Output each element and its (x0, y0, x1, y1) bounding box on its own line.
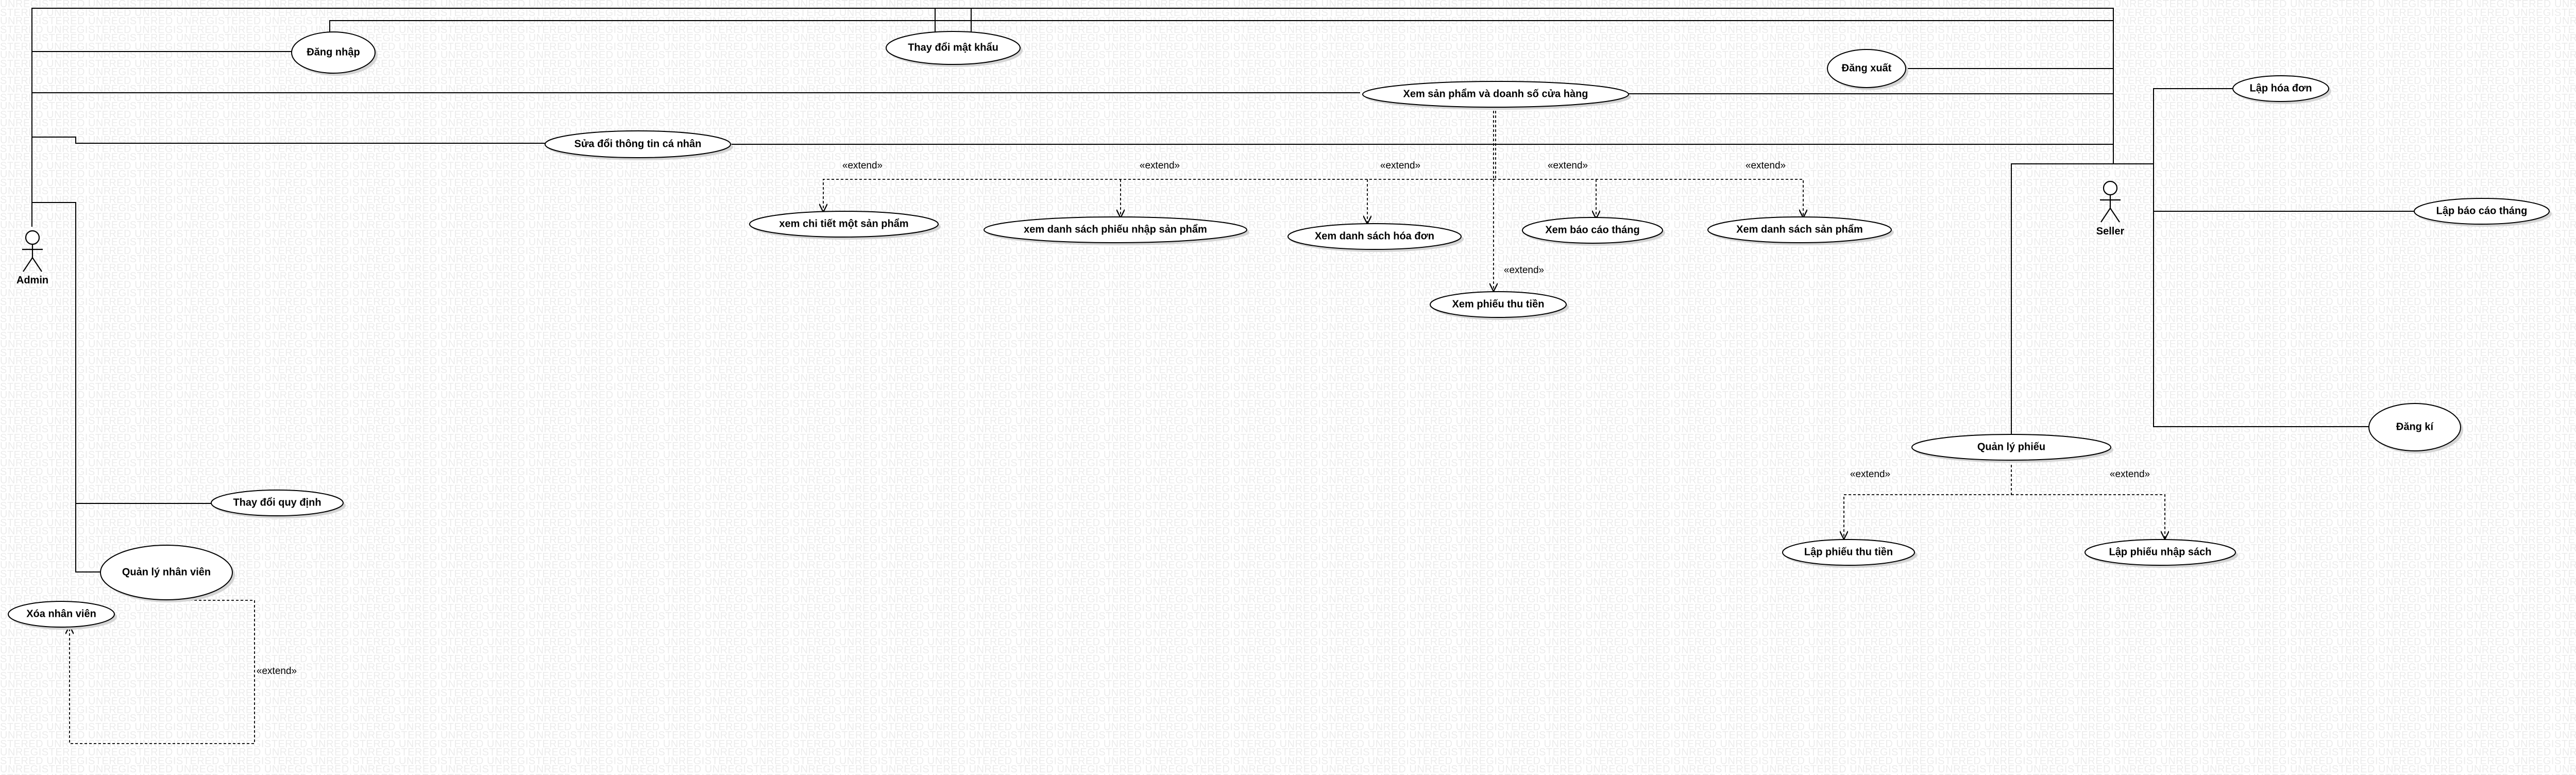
use-case-sua-doi-thong-tin[interactable]: Sửa đổi thông tin cá nhân (545, 130, 733, 160)
extend-label: «extend» (1850, 469, 1890, 480)
association-admin-quan-ly-nhan-vien (75, 503, 100, 572)
use-case-xem-phieu-thu-tien[interactable]: Xem phiếu thu tiền (1430, 291, 1569, 320)
extend-label: «extend» (1745, 160, 1786, 171)
extend-label: «extend» (1504, 265, 1544, 276)
use-case-label: Đăng xuất (1842, 62, 1892, 74)
use-case-label: Lập phiếu thu tiền (1804, 546, 1893, 558)
use-case-lap-bao-cao-thang[interactable]: Lập báo cáo tháng (2414, 198, 2552, 227)
use-case-quan-ly-nhan-vien[interactable]: Quản lý nhân viên (100, 545, 235, 602)
use-case-xem-danh-sach-phieu-nhap[interactable]: xem danh sách phiếu nhập sản phẩm (984, 216, 1249, 245)
actor-label: Seller (2096, 226, 2125, 237)
use-case-label: xem danh sách phiếu nhập sản phẩm (1024, 224, 1207, 235)
extend-dependencies (70, 102, 2165, 744)
use-case-label: Đăng nhập (307, 46, 360, 58)
actor-head-icon (2103, 180, 2118, 196)
use-case-dang-xuat[interactable]: Đăng xuất (1827, 49, 1908, 90)
actor-label: Admin (16, 275, 48, 286)
use-case-label: Thay đổi quy định (233, 497, 321, 508)
use-case-label: Xem phiếu thu tiền (1452, 298, 1545, 310)
extend-label: «extend» (1548, 160, 1588, 171)
use-case-xem-danh-sach-hoa-don[interactable]: Xem danh sách hóa đơn (1287, 223, 1464, 252)
use-case-lap-phieu-thu-tien[interactable]: Lập phiếu thu tiền (1782, 539, 1917, 568)
use-case-quan-ly-phieu[interactable]: Quản lý phiếu (1911, 434, 2113, 463)
use-case-label: Quản lý phiếu (1977, 441, 2045, 452)
extend-xoa-nhan-vien (70, 600, 255, 744)
use-case-xoa-nhan-vien[interactable]: Xóa nhân viên (8, 601, 117, 630)
use-case-label: Thay đổi mật khẩu (908, 42, 998, 53)
association-admin-seller-top (31, 8, 2114, 227)
use-case-xem-san-pham-doanh-so[interactable]: Xem sản phẩm và doanh số cửa hàng (1362, 81, 1631, 110)
use-case-label: Lập hóa đơn (2250, 82, 2312, 94)
use-case-xem-danh-sach-san-pham[interactable]: Xem danh sách sản phẩm (1707, 216, 1894, 245)
extend-labels: «extend» «extend» «extend» «extend» «ext… (257, 160, 2150, 677)
extend-label: «extend» (2110, 469, 2150, 480)
use-case-dang-nhap[interactable]: Đăng nhập (291, 31, 378, 76)
association-seller-lap-bao-cao (2153, 89, 2414, 212)
extend-xem-chi-tiet (823, 102, 1494, 211)
extend-label: «extend» (1140, 160, 1180, 171)
association-seller-lap-hoa-don (2113, 88, 2232, 164)
actor-admin[interactable]: Admin (16, 230, 48, 286)
association-lines (31, 8, 2414, 572)
use-case-label: Sửa đổi thông tin cá nhân (574, 138, 702, 149)
association-seller-quan-ly-phieu (2011, 163, 2113, 435)
association-dang-nhap-top (329, 20, 2113, 32)
use-case-thay-doi-quy-dinh[interactable]: Thay đổi quy định (211, 490, 346, 518)
use-case-label: Xem sản phẩm và doanh số cửa hàng (1403, 88, 1588, 99)
use-case-xem-bao-cao-thang[interactable]: Xem báo cáo tháng (1522, 217, 1665, 246)
use-case-dang-ki[interactable]: Đăng kí (2368, 403, 2463, 453)
use-case-label: Xem danh sách hóa đơn (1315, 230, 1434, 242)
use-case-label: Lập báo cáo tháng (2436, 205, 2528, 216)
extend-lap-phieu-nhap (2011, 494, 2165, 538)
use-case-lap-phieu-nhap-sach[interactable]: Lập phiếu nhập sách (2084, 539, 2238, 568)
use-case-thay-doi-mat-khau[interactable]: Thay đổi mật khẩu (886, 31, 1023, 67)
extend-label: «extend» (842, 160, 883, 171)
extend-xem-san-pham-list (1494, 179, 1803, 217)
extend-label: «extend» (1380, 160, 1420, 171)
use-case-label: Đăng kí (2396, 421, 2434, 432)
stick-figure-icon (22, 244, 43, 272)
use-case-label: xem chi tiết một sản phẩm (779, 218, 908, 229)
use-case-label: Xem danh sách sản phẩm (1736, 224, 1863, 235)
extend-label: «extend» (257, 666, 297, 677)
use-case-xem-chi-tiet-san-pham[interactable]: xem chi tiết một sản phẩm (749, 211, 941, 240)
use-case-lap-hoa-don[interactable]: Lập hóa đơn (2232, 75, 2331, 104)
actor-seller[interactable]: Seller (2096, 180, 2125, 237)
stick-figure-icon (2100, 195, 2121, 223)
association-admin-sua-doi (32, 137, 545, 144)
association-admin-thay-doi-quy-dinh (32, 202, 212, 504)
use-case-label: Quản lý nhân viên (122, 566, 211, 578)
use-case-label: Lập phiếu nhập sách (2109, 546, 2212, 558)
actor-head-icon (25, 230, 40, 245)
association-seller-dang-ki (2153, 211, 2369, 427)
use-case-label: Xóa nhân viên (26, 608, 96, 619)
use-case-label: Xem báo cáo tháng (1545, 224, 1639, 235)
extend-lap-phieu-thu (1844, 460, 2012, 538)
